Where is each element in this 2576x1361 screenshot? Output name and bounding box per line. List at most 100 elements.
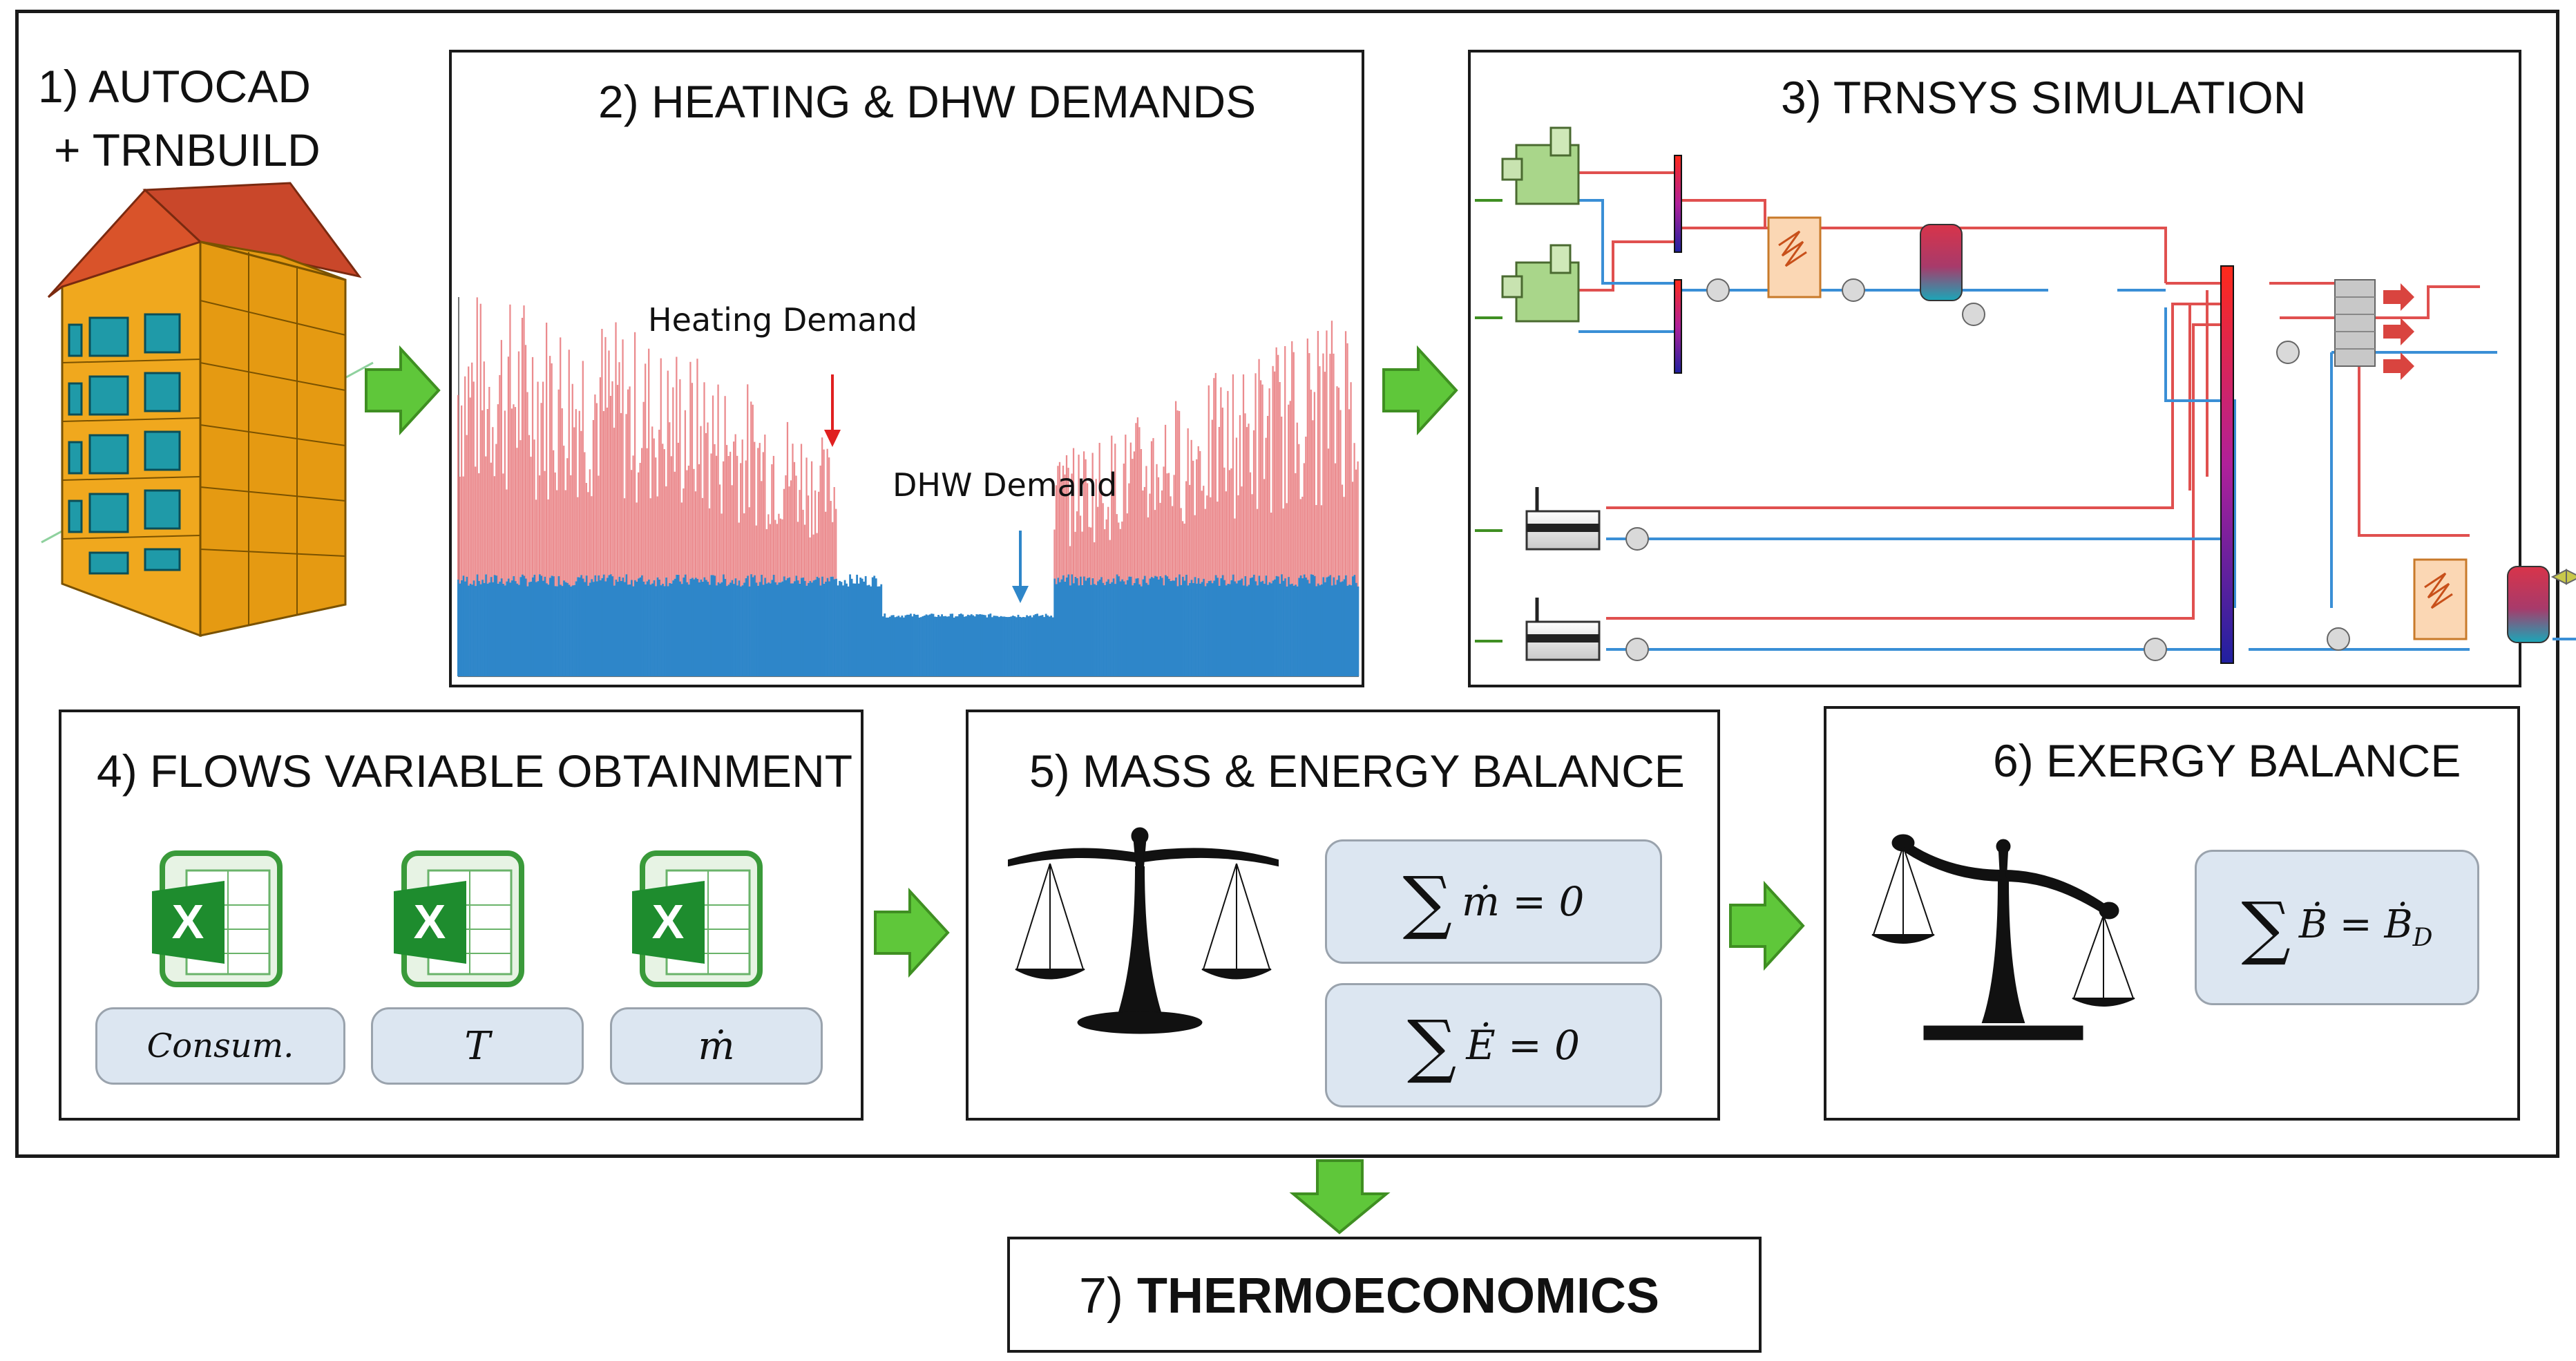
heating-demand-bar <box>1062 466 1065 575</box>
dhw-demand-bar <box>604 581 607 676</box>
heating-demand-bar <box>1164 424 1167 575</box>
dhw-demand-bar <box>825 582 827 676</box>
heating-demand-bar <box>535 499 537 582</box>
heating-demand-bar <box>545 323 548 584</box>
dhw-demand-bar <box>1109 583 1112 676</box>
dhw-demand-bar <box>1161 578 1163 676</box>
dhw-demand-bar <box>1154 575 1156 676</box>
dhw-demand-bar <box>1074 576 1077 676</box>
dhw-demand-bar <box>1090 584 1092 676</box>
heating-demand-bar <box>1170 496 1172 581</box>
heating-demand-bar <box>1210 497 1212 581</box>
heating-demand-bar <box>1315 505 1317 587</box>
heating-demand-bar <box>613 428 616 586</box>
dhw-demand-bar <box>1327 576 1330 676</box>
heating-demand-bar <box>648 348 650 580</box>
heating-demand-bar <box>591 496 593 580</box>
dhw-demand-bar <box>892 615 895 676</box>
dhw-demand-bar <box>1322 577 1325 676</box>
dhw-demand-bar <box>963 616 966 676</box>
dhw-demand-bar <box>1196 583 1198 676</box>
heating-demand-bar <box>549 356 551 578</box>
dhw-demand-bar <box>1268 582 1271 676</box>
heating-demand-bar <box>1206 495 1208 584</box>
dhw-demand-bar <box>1232 574 1234 676</box>
dhw-demand-bar <box>1167 578 1170 676</box>
heating-demand-bar <box>1353 443 1355 575</box>
heating-demand-bar <box>1242 374 1245 586</box>
heating-demand-bar <box>736 455 738 586</box>
dhw-demand-bar <box>1138 584 1141 676</box>
dhw-demand-bar <box>800 578 803 676</box>
heating-demand-bar <box>714 444 716 576</box>
heating-demand-bar <box>656 496 658 578</box>
dhw-demand-bar <box>1239 580 1241 676</box>
dhw-demand-bar <box>740 586 742 676</box>
dhw-demand-bar <box>573 585 575 676</box>
dhw-demand-bar <box>854 583 857 676</box>
dhw-demand-bar <box>1111 582 1113 676</box>
heating-demand-bar <box>1317 331 1319 584</box>
dhw-demand-bar <box>1072 583 1075 676</box>
dhw-demand-bar <box>1104 584 1106 676</box>
dhw-demand-bar <box>1301 578 1304 676</box>
dhw-demand-bar <box>1235 583 1238 676</box>
dhw-demand-bar <box>613 585 616 676</box>
dhw-demand-bar <box>733 584 735 676</box>
heating-demand-bar <box>1281 417 1283 575</box>
dhw-demand-bar <box>594 575 597 676</box>
dhw-demand-bar <box>1114 584 1116 676</box>
heating-demand-bar <box>1355 469 1357 583</box>
heating-demand-bar <box>793 461 796 582</box>
dhw-demand-bar <box>899 617 901 676</box>
dhw-demand-bar <box>1094 584 1096 676</box>
heating-demand-bar <box>1112 490 1114 579</box>
heating-demand-bar <box>599 377 602 580</box>
dhw-demand-bar <box>958 614 961 676</box>
dhw-demand-bar <box>984 615 986 676</box>
heating-demand-bar <box>724 396 726 579</box>
dhw-demand-bar <box>802 577 805 676</box>
heating-demand-bar <box>1204 508 1206 587</box>
heating-demand-bar <box>1132 459 1134 586</box>
dhw-demand-bar <box>611 576 614 676</box>
heating-demand-bar <box>528 435 531 582</box>
heating-demand-bar <box>602 411 605 575</box>
heating-demand-bar <box>1296 422 1298 587</box>
dhw-demand-bar <box>1305 578 1308 676</box>
dhw-demand-bar <box>1334 584 1337 676</box>
heating-demand-bar <box>1171 506 1174 581</box>
heating-demand-bar <box>622 339 624 578</box>
dhw-demand-bar <box>1036 613 1039 676</box>
dhw-demand-bar <box>1053 578 1056 676</box>
dhw-demand-bar <box>1217 578 1219 676</box>
dhw-demand-bar <box>646 581 649 676</box>
dhw-demand-bar <box>1005 617 1007 676</box>
heating-demand-bar <box>1123 464 1125 582</box>
dhw-demand-bar <box>1147 584 1149 676</box>
heating-demand-bar <box>1140 449 1143 587</box>
heating-demand-bar <box>1351 482 1354 577</box>
dhw-demand-bar <box>630 580 633 676</box>
dhw-demand-bar <box>953 618 955 676</box>
dhw-demand-bar <box>911 616 914 676</box>
arrow-step2-to-3 <box>1382 345 1458 436</box>
heating-demand-bar <box>568 350 570 585</box>
heating-demand-bar <box>779 518 782 583</box>
dhw-demand-bar <box>771 580 774 676</box>
dhw-demand-bar <box>1343 579 1346 676</box>
dhw-demand-bar <box>540 575 543 676</box>
dhw-demand-bar <box>679 581 682 676</box>
dhw-demand-bar <box>553 576 555 676</box>
dhw-demand-bar <box>516 583 519 676</box>
dhw-demand-bar <box>1119 581 1122 676</box>
dhw-demand-bar <box>864 575 867 676</box>
heating-demand-bar <box>1211 419 1213 583</box>
dhw-demand-bar <box>700 579 703 676</box>
dhw-demand-bar <box>564 582 567 676</box>
heating-demand-bar <box>1088 526 1090 578</box>
dhw-demand-bar <box>1107 579 1109 676</box>
dhw-demand-bar <box>1274 579 1276 676</box>
heating-demand-bar <box>1322 353 1324 578</box>
dhw-demand-bar <box>1129 576 1132 676</box>
